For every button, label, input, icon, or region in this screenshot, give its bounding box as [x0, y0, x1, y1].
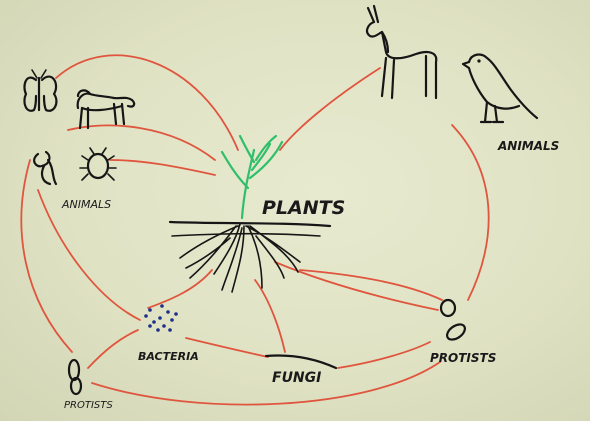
connection-lines: [20, 54, 490, 406]
link-fungi-plant: [254, 279, 286, 353]
bacteria-dots-icon: [144, 304, 178, 332]
label-bacteria: BACTERIA: [138, 350, 199, 363]
link-butterfly-plant: [55, 54, 239, 151]
link-fungi-protists: [337, 341, 431, 369]
link-bacteria-fungi: [185, 337, 269, 358]
link-plant-protists: [274, 261, 439, 311]
label-protists-right: PROTISTS: [430, 351, 496, 365]
fungi-mark: [264, 354, 338, 370]
link-bacteria-plant: [147, 269, 213, 309]
dog-icon: [76, 89, 136, 130]
label-plants: PLANTS: [262, 197, 345, 219]
link-worm-protists: [20, 159, 73, 353]
label-fungi: FUNGI: [272, 370, 321, 386]
protist-right-icon: [439, 298, 466, 341]
beetle-icon: [79, 147, 117, 181]
link-llama-plant: [279, 67, 381, 151]
label-protists-left: PROTISTS: [64, 400, 113, 411]
llama-icon: [365, 4, 438, 100]
butterfly-icon: [23, 69, 58, 112]
bird-icon: [461, 53, 539, 124]
link-plant-beetle: [109, 159, 216, 176]
link-bird-protists: [451, 124, 490, 301]
plant-icon: [168, 134, 332, 293]
link-animals-bacteria: [37, 189, 141, 321]
link-protists-bacteria: [87, 329, 139, 369]
worm-icon: [33, 150, 58, 186]
label-animals-right: ANIMALS: [497, 139, 559, 153]
link-protists-bottom: [91, 361, 441, 406]
label-animals-left: ANIMALS: [61, 198, 111, 211]
protist-left-icon: [67, 358, 83, 396]
link-dog-plant: [67, 124, 216, 161]
link-roots-protists: [299, 269, 443, 301]
